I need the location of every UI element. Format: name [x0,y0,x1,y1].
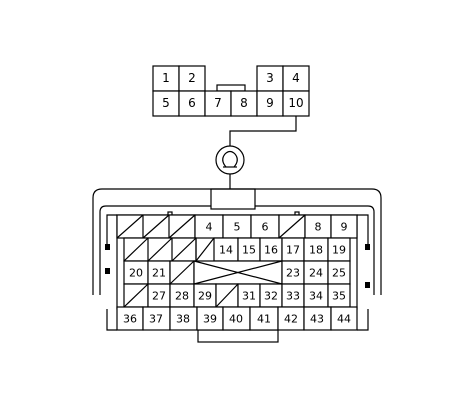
top-pin-label: 1 [162,71,170,85]
pin-label: 38 [176,313,190,326]
pin-label: 21 [152,267,166,280]
top-pin-label: 6 [188,96,196,110]
pin-label: 25 [332,267,346,280]
top-pin-label: 10 [288,96,303,110]
top-pin-label: 9 [266,96,274,110]
top-connector: 1 2 3 4 5 6 7 8 9 10 [152,65,310,117]
pin-label: 9 [341,221,348,234]
top-pin-label: 4 [292,71,300,85]
pin-label: 6 [262,221,269,234]
pin-label: 34 [309,290,323,303]
top-pin-cell [204,90,232,117]
pin-label: 19 [332,244,346,257]
pin-label: 40 [229,313,243,326]
top-pin-label: 8 [240,96,248,110]
top-pin-label: 7 [214,96,222,110]
pin-label: 41 [257,313,271,326]
top-pin-label: 3 [266,71,274,85]
lock-mark [365,244,370,250]
pin-label: 28 [175,290,189,303]
pin-label: 20 [129,267,143,280]
top-pin-label: 5 [162,96,170,110]
pin-label: 29 [198,290,212,303]
pin-label: 16 [264,244,278,257]
pin-label: 42 [284,313,298,326]
pin-label: 27 [152,290,166,303]
pin-label: 33 [286,290,300,303]
lock-mark [105,268,110,274]
pin-label: 17 [286,244,300,257]
top-pin-cell [256,90,284,117]
wire-line [229,116,297,146]
pin-label: 39 [203,313,217,326]
pin-label: 14 [219,244,233,257]
pin-label: 24 [309,267,323,280]
pin-label: 8 [315,221,322,234]
pin-label: 35 [332,290,346,303]
ground-symbol-icon [215,145,245,175]
lock-mark [105,244,110,250]
pin-label: 32 [264,290,278,303]
pin-label: 31 [242,290,256,303]
top-pin-cell [282,90,310,117]
pin-label: 43 [310,313,324,326]
top-pin-cell [282,65,310,92]
top-pin-cell [230,90,258,117]
pin-label: 18 [309,244,323,257]
pin-label: 44 [337,313,351,326]
top-pin-cell [152,90,180,117]
bottom-connector-grid: 4 5 6 8 9 14 15 16 17 18 19 [116,214,358,331]
pin-label: 4 [206,221,213,234]
top-pin-label: 2 [188,71,196,85]
pin-label: 15 [242,244,256,257]
lock-mark [365,282,370,288]
top-connector-key [216,84,246,92]
pin-label: 36 [123,313,137,326]
pin-label: 23 [286,267,300,280]
pin-label: 37 [149,313,163,326]
pin-label: 5 [234,221,241,234]
